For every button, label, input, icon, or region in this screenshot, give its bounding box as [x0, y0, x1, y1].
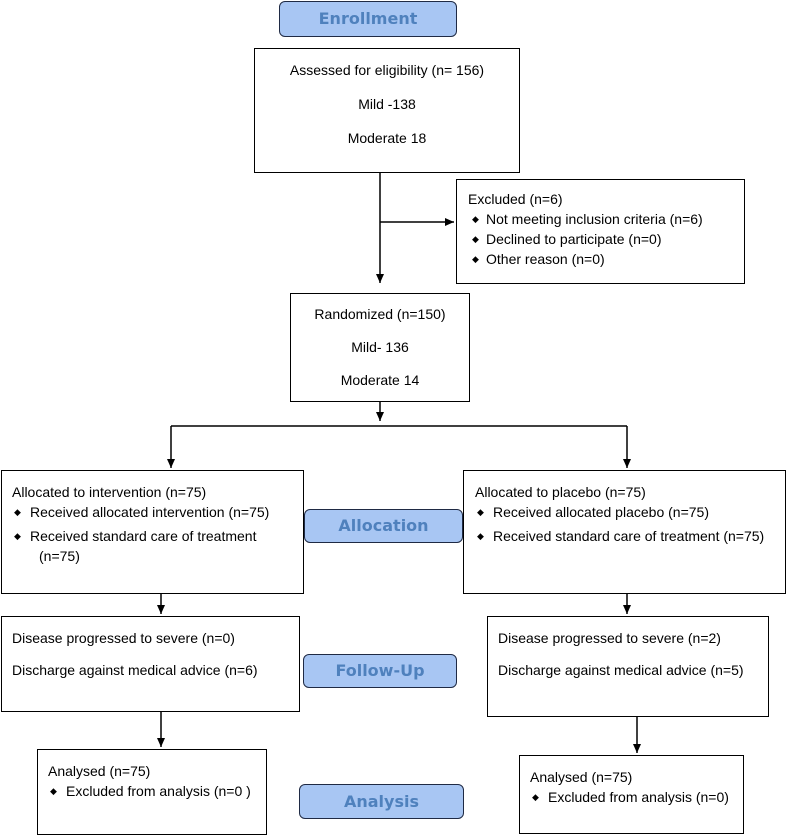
analysis-left-item-text: Excluded from analysis (n=0 ) [66, 783, 251, 799]
allocation-intervention-box: Allocated to intervention (n=75) ◆ Recei… [1, 470, 304, 594]
allocation-placebo-box: Allocated to placebo (n=75) ◆ Received a… [463, 470, 786, 594]
stage-enrollment-label: Enrollment [279, 1, 457, 37]
alloc-right-item-text: Received allocated placebo (n=75) [493, 504, 709, 520]
assessed-moderate: Moderate 18 [347, 130, 427, 146]
stage-followup-label: Follow-Up [303, 654, 457, 688]
bullet-icon: ◆ [50, 786, 57, 796]
stage-enrollment-text: Enrollment [318, 9, 418, 28]
bullet-icon: ◆ [472, 234, 479, 244]
stage-allocation-label: Allocation [304, 509, 463, 543]
bullet-icon: ◆ [472, 214, 479, 224]
analysis-right-title: Analysed (n=75) [530, 769, 633, 785]
follow-left-line1: Disease progressed to severe (n=0) [12, 630, 235, 646]
follow-right-line2: Discharge against medical advice (n=5) [498, 662, 744, 678]
analysis-left-item: ◆ Excluded from analysis (n=0 ) [48, 781, 266, 801]
randomized-title: Randomized (n=150) [314, 306, 446, 322]
followup-placebo-box: Disease progressed to severe (n=2) Disch… [487, 616, 769, 717]
alloc-right-item: ◆ Received allocated placebo (n=75) [475, 502, 785, 522]
analysis-right-item: ◆ Excluded from analysis (n=0) [530, 787, 743, 807]
assessed-title: Assessed for eligibility (n= 156) [289, 62, 485, 78]
alloc-left-item-text: Received standard care of treatment [30, 528, 257, 544]
alloc-right-item-text: Received standard care of treatment (n=7… [493, 528, 765, 544]
randomized-moderate: Moderate 14 [340, 372, 420, 388]
excluded-title: Excluded (n=6) [468, 191, 563, 207]
excluded-item: ◆ Declined to participate (n=0) [468, 229, 744, 249]
bullet-icon: ◆ [477, 507, 484, 517]
bullet-icon: ◆ [14, 531, 21, 541]
follow-left-line2: Discharge against medical advice (n=6) [12, 662, 258, 678]
alloc-left-item-text: Received allocated intervention (n=75) [30, 504, 270, 520]
alloc-right-item: ◆ Received standard care of treatment (n… [475, 526, 785, 546]
stage-analysis-label: Analysis [299, 784, 464, 819]
analysis-intervention-box: Analysed (n=75) ◆ Excluded from analysis… [37, 749, 267, 835]
analysis-right-item-text: Excluded from analysis (n=0) [548, 789, 729, 805]
alloc-left-item: ◆ Received allocated intervention (n=75) [12, 502, 303, 522]
alloc-left-item-continuation: (n=75) [39, 548, 80, 564]
excluded-item: ◆ Other reason (n=0) [468, 249, 744, 269]
excluded-box: Excluded (n=6) ◆ Not meeting inclusion c… [456, 179, 745, 284]
excluded-item-text: Declined to participate (n=0) [486, 231, 662, 247]
randomized-box: Randomized (n=150) Mild- 136 Moderate 14 [290, 293, 470, 402]
analysis-left-title: Analysed (n=75) [48, 763, 151, 779]
follow-right-line1: Disease progressed to severe (n=2) [498, 630, 721, 646]
bullet-icon: ◆ [477, 531, 484, 541]
bullet-icon: ◆ [14, 507, 21, 517]
alloc-left-item: ◆ Received standard care of treatment [12, 526, 303, 546]
excluded-item: ◆ Not meeting inclusion criteria (n=6) [468, 209, 744, 229]
excluded-item-text: Not meeting inclusion criteria (n=6) [486, 211, 703, 227]
assessed-box: Assessed for eligibility (n= 156) Mild -… [254, 48, 520, 173]
stage-allocation-text: Allocation [338, 516, 429, 535]
alloc-left-title: Allocated to intervention (n=75) [12, 484, 207, 500]
followup-intervention-box: Disease progressed to severe (n=0) Disch… [1, 616, 300, 712]
alloc-right-title: Allocated to placebo (n=75) [475, 484, 646, 500]
analysis-placebo-box: Analysed (n=75) ◆ Excluded from analysis… [519, 755, 744, 834]
assessed-mild: Mild -138 [358, 96, 416, 112]
stage-followup-text: Follow-Up [335, 661, 425, 680]
excluded-item-text: Other reason (n=0) [486, 251, 605, 267]
randomized-mild: Mild- 136 [351, 339, 409, 355]
stage-analysis-text: Analysis [343, 792, 419, 811]
bullet-icon: ◆ [532, 792, 539, 802]
bullet-icon: ◆ [472, 254, 479, 264]
